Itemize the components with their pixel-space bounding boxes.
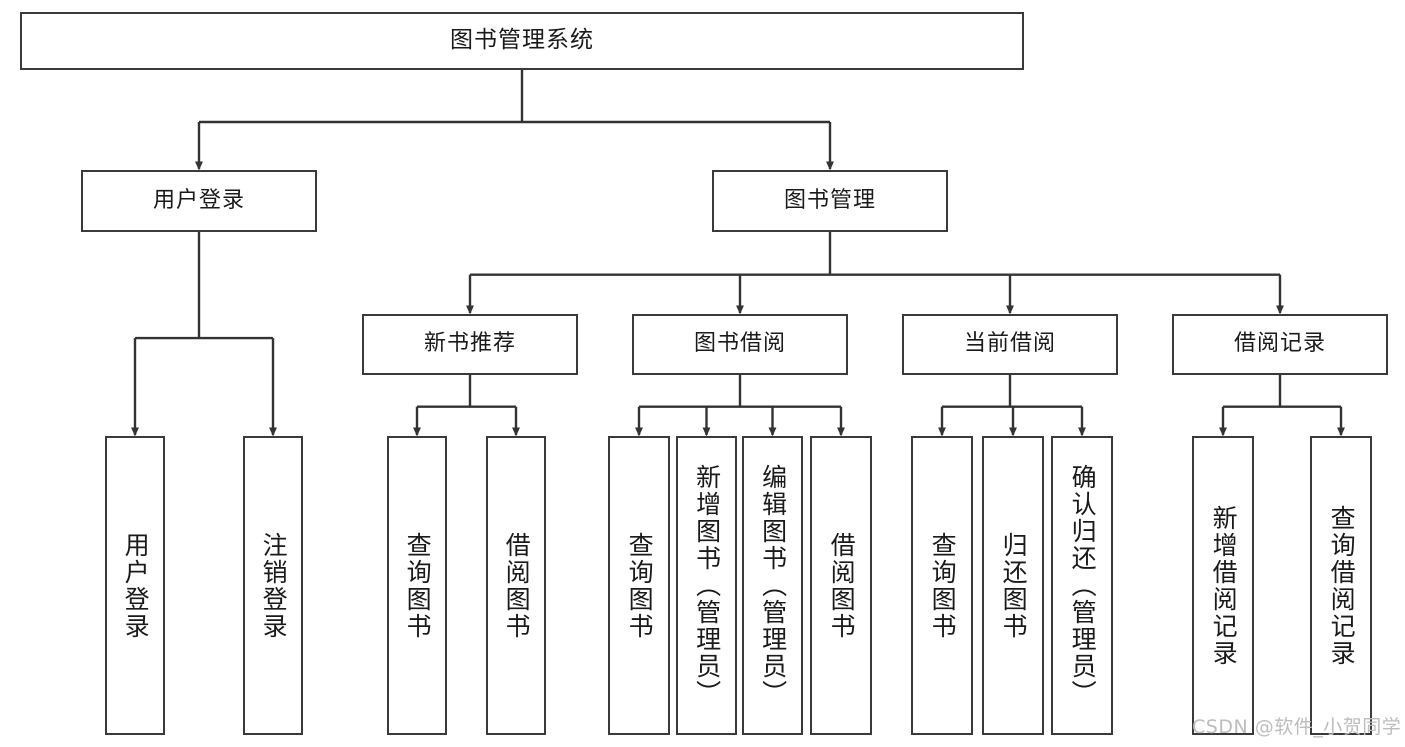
node-label: 注销登录 bbox=[259, 531, 289, 640]
csdn-watermark: CSDN @软件_小贺同学 bbox=[1192, 716, 1402, 738]
node-borrow-record[interactable]: 借阅记录 bbox=[1172, 314, 1388, 375]
node-label: 当前借阅 bbox=[963, 331, 1056, 357]
node-label: 图书借阅 bbox=[693, 331, 786, 357]
node-book-borrow[interactable]: 图书借阅 bbox=[632, 314, 848, 375]
node-label: 查询图书 bbox=[625, 531, 655, 640]
node-label: 新增图书（管理员） bbox=[692, 464, 722, 707]
node-leaf-query-record[interactable]: 查询借阅记录 bbox=[1310, 436, 1372, 735]
node-label: 借阅图书 bbox=[827, 531, 857, 640]
node-leaf-add-book[interactable]: 新增图书（管理员） bbox=[676, 436, 737, 735]
node-label: 查询图书 bbox=[403, 531, 433, 640]
node-label: 图书管理系统 bbox=[450, 27, 594, 54]
node-label: 编辑图书（管理员） bbox=[758, 464, 788, 707]
node-label: 借阅记录 bbox=[1233, 331, 1326, 357]
node-leaf-return-book[interactable]: 归还图书 bbox=[982, 436, 1044, 735]
node-label: 借阅图书 bbox=[502, 531, 532, 640]
node-label: 归还图书 bbox=[999, 531, 1029, 640]
node-label: 查询图书 bbox=[928, 531, 958, 640]
node-leaf-query-book-1[interactable]: 查询图书 bbox=[387, 436, 447, 735]
node-user-login[interactable]: 用户登录 bbox=[81, 170, 317, 232]
node-leaf-add-record[interactable]: 新增借阅记录 bbox=[1192, 436, 1254, 735]
node-leaf-user-login[interactable]: 用户登录 bbox=[105, 436, 165, 735]
node-label: 查询借阅记录 bbox=[1327, 504, 1357, 667]
node-book-manage[interactable]: 图书管理 bbox=[712, 170, 948, 232]
node-leaf-borrow-book-2[interactable]: 借阅图书 bbox=[810, 436, 872, 735]
node-new-book-rec[interactable]: 新书推荐 bbox=[362, 314, 578, 375]
node-leaf-edit-book[interactable]: 编辑图书（管理员） bbox=[742, 436, 803, 735]
node-label: 新书推荐 bbox=[423, 331, 516, 357]
node-label: 用户登录 bbox=[121, 531, 151, 640]
node-label: 图书管理 bbox=[783, 187, 876, 213]
node-leaf-borrow-book-1[interactable]: 借阅图书 bbox=[486, 436, 546, 735]
node-leaf-user-logout[interactable]: 注销登录 bbox=[243, 436, 303, 735]
node-leaf-confirm-return[interactable]: 确认归还（管理员） bbox=[1051, 436, 1113, 735]
node-current-borrow[interactable]: 当前借阅 bbox=[902, 314, 1118, 375]
node-leaf-query-book-3[interactable]: 查询图书 bbox=[911, 436, 973, 735]
node-label: 确认归还（管理员） bbox=[1068, 464, 1098, 707]
node-label: 用户登录 bbox=[152, 187, 245, 213]
node-leaf-query-book-2[interactable]: 查询图书 bbox=[608, 436, 670, 735]
node-label: 新增借阅记录 bbox=[1209, 504, 1239, 667]
node-root[interactable]: 图书管理系统 bbox=[20, 12, 1024, 70]
